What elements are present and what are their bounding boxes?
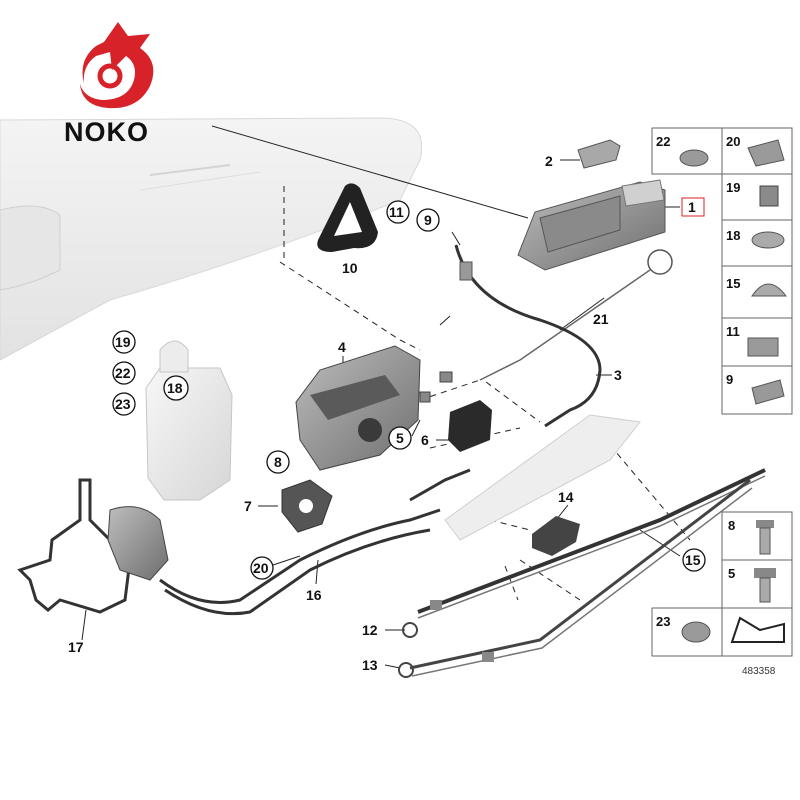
callout-4: 4 [338, 339, 346, 355]
screw-icon [756, 520, 774, 528]
callout-19: 19 [115, 334, 131, 350]
part-3-cable [454, 244, 602, 428]
legend-panel-right: 22 20 19 18 15 11 9 [651, 127, 793, 415]
callout-7: 7 [244, 498, 252, 514]
part-14-module [532, 516, 580, 556]
cap-icon [751, 283, 788, 297]
callout-9: 9 [424, 212, 432, 228]
part-1-handle-housing [517, 179, 666, 271]
clip-nut-icon [747, 139, 785, 167]
rivet-icon [751, 231, 785, 249]
leader-lines [81, 125, 691, 669]
callout-12: 12 [362, 622, 378, 638]
callout-2: 2 [545, 153, 553, 169]
callout-11: 11 [389, 204, 404, 220]
callout-18: 18 [167, 380, 183, 396]
legend-label: 18 [726, 228, 740, 243]
part-4-lock-actuator [295, 345, 421, 471]
callout-10: 10 [342, 260, 358, 276]
part-10-gasket [317, 183, 378, 252]
callout-15: 15 [685, 552, 701, 568]
callout-6: 6 [421, 432, 429, 448]
plug-icon [759, 185, 779, 207]
part-5-screw-small [419, 371, 453, 403]
noko-logo: NOKO [64, 22, 154, 147]
grommet-icon [679, 149, 709, 167]
clip-icon [747, 337, 779, 357]
callout-21: 21 [593, 311, 609, 327]
callout-5: 5 [396, 430, 404, 446]
screw-shaft [759, 527, 771, 555]
legend-label: 15 [726, 276, 740, 291]
callouts: 1 2 3 4 6 7 10 12 13 14 16 17 21 11 9 19… [68, 153, 706, 673]
callout-16: 16 [306, 587, 322, 603]
callout-23: 23 [115, 396, 131, 412]
part-2-clip [577, 139, 621, 169]
legend-label: 11 [726, 324, 740, 339]
callout-14: 14 [558, 489, 574, 505]
legend-label: 20 [726, 134, 740, 149]
bushing-icon [681, 621, 711, 643]
legend-panel-bottom: 8 5 23 483358 [651, 511, 793, 677]
callout-22: 22 [115, 365, 131, 381]
diagram-number: 483358 [742, 666, 776, 677]
long-cables [398, 468, 766, 678]
legend-label: 5 [728, 566, 735, 581]
callout-20: 20 [253, 560, 269, 576]
car-body-trunk-lid [0, 117, 423, 361]
screw-shaft [759, 577, 771, 603]
nut-clip-icon [751, 379, 785, 405]
arrow-symbol-icon [730, 616, 785, 643]
callout-13: 13 [362, 657, 378, 673]
part-17-motor-bracket [17, 478, 169, 614]
callout-1: 1 [688, 199, 696, 215]
brand-name: NOKO [64, 117, 149, 147]
legend-label: 9 [726, 372, 733, 387]
legend-label: 22 [656, 134, 670, 149]
callout-3: 3 [614, 367, 622, 383]
part-21-cable [479, 249, 673, 381]
part-7-bracket [281, 479, 333, 533]
part-18-cover [145, 340, 233, 501]
part-16-wiring [159, 468, 471, 616]
part-15-tray [444, 414, 641, 541]
screw-icon [754, 568, 776, 578]
callout-8: 8 [274, 454, 282, 470]
legend-label: 23 [656, 614, 670, 629]
legend-label: 19 [726, 180, 740, 195]
callout-17: 17 [68, 639, 84, 655]
part-6-bracket [448, 400, 492, 452]
legend-label: 8 [728, 518, 735, 533]
